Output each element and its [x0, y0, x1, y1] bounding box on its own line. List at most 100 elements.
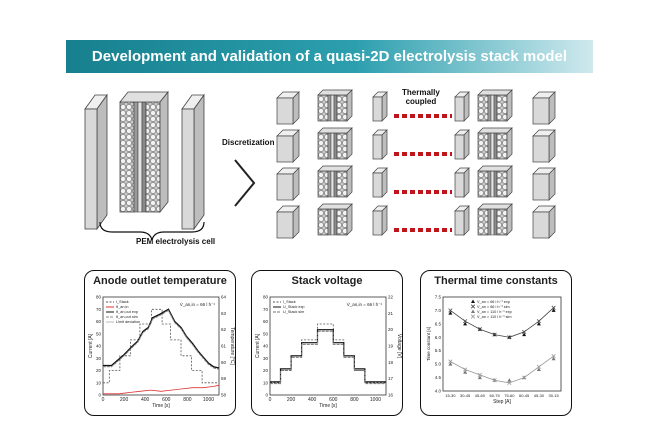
y2-tick-label: 18 — [388, 360, 394, 365]
y2-tick-label: 58 — [221, 393, 227, 398]
y2-tick-label: 20 — [388, 327, 394, 332]
legend-entry: Limit deviation — [116, 320, 140, 324]
series-line — [103, 308, 219, 384]
x-tick-label: 200 — [120, 397, 129, 403]
title-banner: Development and validation of a quasi-2D… — [66, 40, 593, 73]
x-tick-label: 60-45 — [519, 393, 530, 398]
legend-entry: V̇_an = 66 l h⁻¹ sim — [477, 304, 510, 309]
flow-annotation: V̇_an,in = 66 l h⁻¹ — [180, 301, 216, 307]
y-tick-label: 50 — [96, 331, 102, 336]
data-point — [448, 359, 453, 364]
y2-axis-label: Voltage [V] — [396, 334, 402, 359]
x-tick-label: 200 — [287, 397, 296, 403]
x-tick-label: 400 — [308, 397, 317, 403]
legend-entry: V̇_an = 110 l h⁻¹ sim — [477, 314, 512, 319]
y-tick-label: 50 — [263, 331, 269, 336]
data-point — [448, 362, 453, 366]
x-tick-label: 0 — [102, 397, 105, 403]
data-point — [463, 370, 468, 374]
x-tick-label: 30-15 — [549, 393, 560, 398]
legend-entry: θ_an,out exp — [116, 310, 138, 314]
x-tick-label: 800 — [183, 397, 192, 403]
cell-label: PEM electrolysis cell — [136, 237, 216, 246]
y-axis-label: Current [A] — [255, 333, 261, 358]
series-line — [270, 330, 386, 385]
y-tick-label: 80 — [263, 295, 269, 300]
y2-axis-label: Temperature [°C] — [229, 327, 235, 365]
plot-area — [442, 296, 562, 392]
legend-entry: U_Stack sim — [283, 310, 304, 314]
x-axis-label: Time [s] — [319, 403, 337, 409]
data-point — [551, 356, 556, 361]
y2-tick-label: 22 — [388, 295, 394, 300]
segmented-stack-left — [276, 89, 388, 239]
panel-title: Thermal time constants — [434, 275, 558, 287]
data-point — [477, 375, 482, 380]
x-tick-label: 15-30 — [445, 393, 456, 398]
panel-title: Anode outlet temperature — [93, 275, 227, 287]
y-tick-label: 4.0 — [435, 389, 442, 394]
legend-entry: θ_an,in — [116, 305, 128, 309]
y-tick-label: 60 — [263, 319, 269, 324]
coupling-label: Thermally coupled — [402, 88, 440, 106]
y-tick-label: 4.5 — [435, 375, 442, 380]
legend-marker — [470, 314, 476, 319]
x-tick-label: 800 — [350, 397, 359, 403]
y-tick-label: 7.5 — [435, 295, 442, 300]
y-tick-label: 20 — [263, 368, 269, 373]
trend-line — [450, 355, 554, 384]
legend-marker — [471, 309, 475, 313]
y-tick-label: 10 — [96, 380, 102, 385]
x-tick-label: 400 — [141, 397, 150, 403]
y-tick-label: 30 — [263, 356, 269, 361]
y-tick-label: 0 — [265, 393, 268, 398]
series-line — [270, 329, 386, 383]
segmented-stack-right — [454, 89, 556, 239]
y-tick-label: 80 — [96, 295, 102, 300]
data-point — [507, 378, 512, 382]
discretization-label: Discretization — [222, 138, 275, 147]
y-tick-label: 70 — [263, 307, 269, 312]
series-line — [103, 384, 220, 395]
discretization-arrow — [234, 159, 256, 207]
x-tick-label: 60-75 — [490, 393, 501, 398]
y2-tick-label: 60 — [221, 360, 227, 365]
y-tick-label: 40 — [263, 344, 269, 349]
stack-discretization-diagram — [84, 89, 556, 241]
flow-annotation: V̇_an,in = 66 l h⁻¹ — [347, 301, 383, 307]
y-axis-label: Time constant [s] — [426, 327, 431, 361]
data-point — [551, 308, 556, 312]
figure-title: Development and validation of a quasi-2D… — [91, 48, 568, 65]
cell-bracket — [99, 221, 205, 241]
legend-entry: U_Stack exp — [283, 305, 305, 309]
x-tick-label: 45-60 — [475, 393, 486, 398]
trend-line — [450, 307, 554, 338]
y2-tick-label: 62 — [221, 327, 227, 332]
x-tick-label: 30-45 — [460, 393, 471, 398]
x-tick-label: 600 — [329, 397, 338, 403]
y-tick-label: 70 — [96, 307, 102, 312]
legend-entry: I_Stack — [283, 300, 296, 304]
y-tick-label: 0 — [98, 393, 101, 398]
x-tick-label: 45-30 — [534, 393, 545, 398]
y-tick-label: 60 — [96, 319, 102, 324]
data-point — [522, 332, 527, 337]
y2-tick-label: 16 — [388, 393, 394, 398]
series-line — [103, 309, 220, 370]
bipolar-plate-right — [181, 94, 205, 230]
x-tick-label: 600 — [162, 397, 171, 403]
y-tick-label: 5.0 — [435, 362, 442, 367]
series-line — [103, 308, 220, 369]
y2-tick-label: 21 — [388, 311, 394, 316]
y2-tick-label: 63 — [221, 311, 227, 316]
y2-tick-label: 61 — [221, 344, 227, 349]
y-tick-label: 6.5 — [435, 321, 442, 326]
x-tick-label: 1000 — [203, 397, 214, 403]
data-point — [448, 311, 453, 315]
y-axis-label: Current [A] — [88, 333, 94, 358]
y-tick-label: 5.5 — [435, 348, 442, 353]
y-tick-label: 20 — [96, 368, 102, 373]
